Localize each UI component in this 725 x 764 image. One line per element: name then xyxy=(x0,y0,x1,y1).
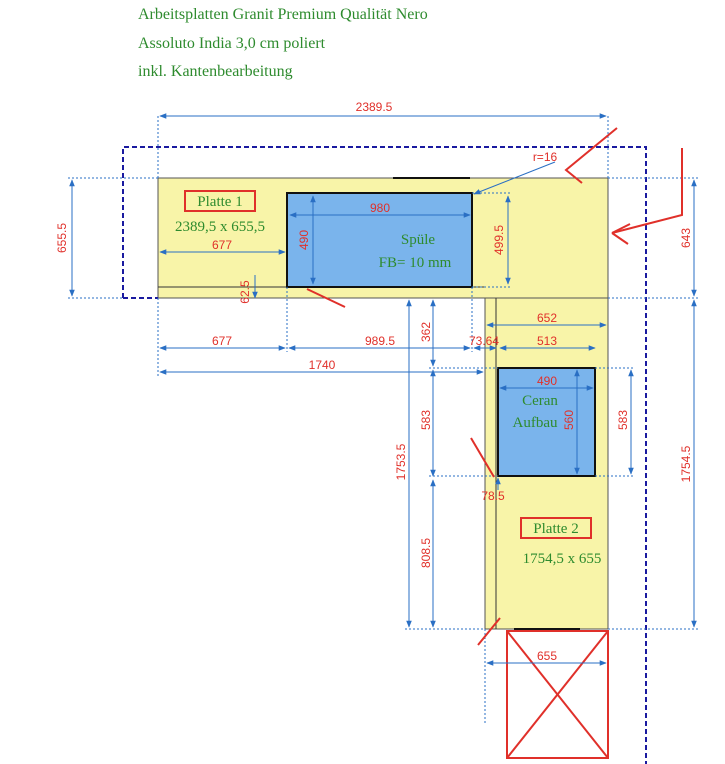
dim-radius: r=16 xyxy=(533,150,558,164)
dim-583-left: 583 xyxy=(419,410,433,430)
dim-left-height: 655.5 xyxy=(55,223,69,253)
room-outline-dashed xyxy=(122,146,647,764)
sink-label: Spüle xyxy=(401,232,436,248)
title-line-2: Assoluto India 3,0 cm poliert xyxy=(138,35,326,52)
title-line-1: Arbeitsplatten Granit Premium Qualität N… xyxy=(138,6,428,23)
plate2-size: 1754,5 x 655 xyxy=(523,551,602,567)
dim-cooktop-width: 490 xyxy=(537,374,557,388)
dim-73-64: 73.64 xyxy=(469,334,499,348)
plate2-label-box xyxy=(520,517,592,539)
plate1-label: Platte 1 xyxy=(197,194,242,210)
dim-677-b: 677 xyxy=(212,334,232,348)
dim-1740: 1740 xyxy=(309,358,336,372)
dim-989-5: 989.5 xyxy=(365,334,395,348)
dim-513: 513 xyxy=(537,334,557,348)
dim-1753-5: 1753.5 xyxy=(394,443,408,480)
dimension-lines xyxy=(68,113,698,724)
dim-right-plate2-height: 1754.5 xyxy=(679,445,693,482)
crossed-box-marker xyxy=(506,630,609,759)
plate1-size: 2389,5 x 655,5 xyxy=(175,219,265,235)
cooktop-label: Ceran xyxy=(522,393,558,409)
dim-sink-height: 490 xyxy=(297,230,311,250)
sink-cutout xyxy=(286,192,473,288)
dim-62-5: 62.5 xyxy=(238,280,252,304)
dim-cooktop-outer-height: 583 xyxy=(616,410,630,430)
red-annotation-marks xyxy=(306,127,683,646)
dim-top-total: 2389.5 xyxy=(356,100,393,114)
title-line-3: inkl. Kantenbearbeitung xyxy=(138,63,293,80)
dim-sink-outer-height: 499.5 xyxy=(492,225,506,255)
dim-78-5: 78.5 xyxy=(481,489,505,503)
dim-cooktop-height: 560 xyxy=(562,410,576,430)
dim-808-5: 808.5 xyxy=(419,538,433,568)
sink-sublabel: FB= 10 mm xyxy=(379,255,452,271)
dim-677-a: 677 xyxy=(212,238,232,252)
cooktop-sublabel: Aufbau xyxy=(513,415,558,431)
dim-652: 652 xyxy=(537,311,557,325)
dim-right-top-height: 643 xyxy=(679,228,693,248)
dim-362: 362 xyxy=(419,322,433,342)
dim-655: 655 xyxy=(537,649,557,663)
plate2-label: Platte 2 xyxy=(533,521,578,537)
plate1-label-box xyxy=(184,190,256,212)
dimension-labels: 2389.5 655.5 643 1754.5 r=16 980 490 499… xyxy=(55,100,693,663)
dim-sink-width: 980 xyxy=(370,201,390,215)
